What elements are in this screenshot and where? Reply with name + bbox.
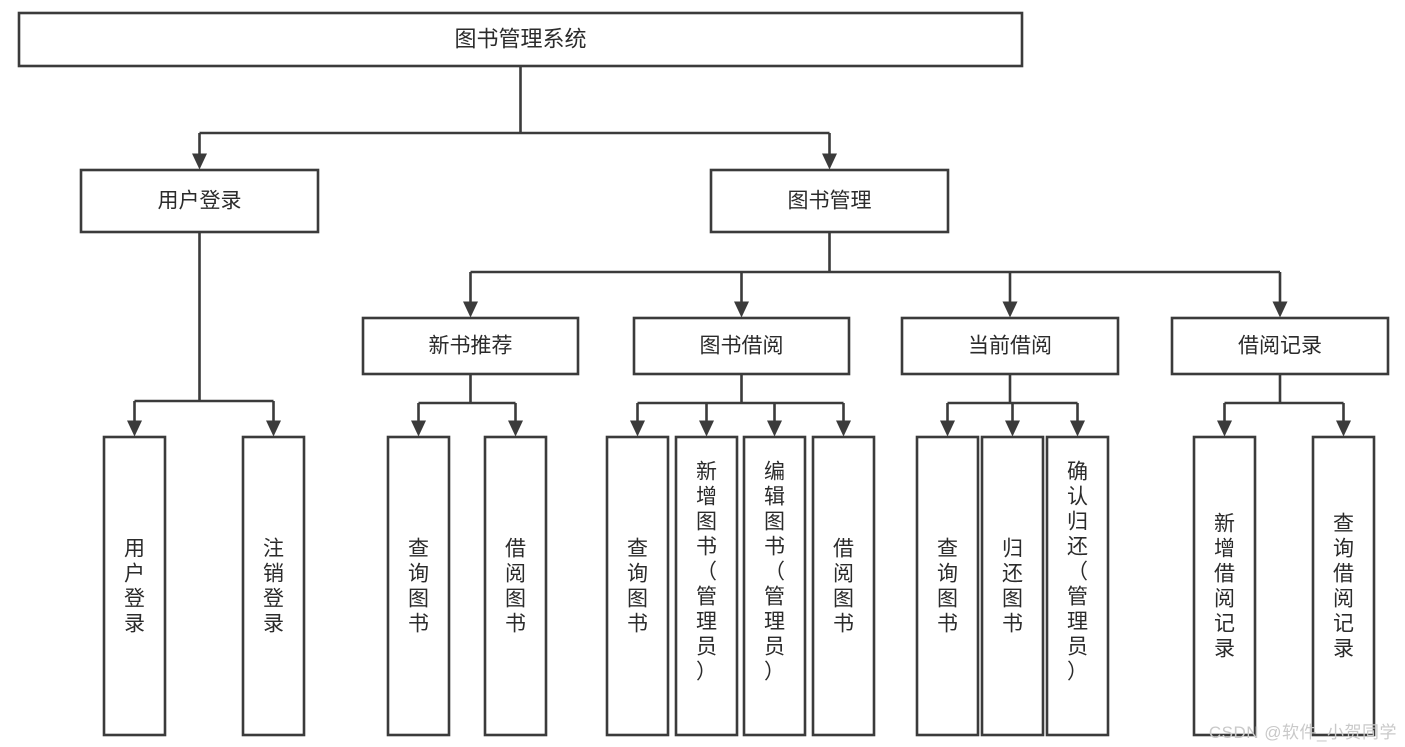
node-label-leaf-query-book-borrow: 查询图书	[627, 538, 648, 636]
arrow-head-icon	[1070, 420, 1085, 437]
node-box-leaf-query-book-borrow[interactable]	[605, 435, 670, 737]
node-current-borrow[interactable]: 当前借阅	[900, 316, 1120, 376]
connector-group-root	[192, 66, 837, 170]
node-label-leaf-user-login: 用户登录	[124, 538, 145, 636]
node-leaf-logout[interactable]: 注销登录	[241, 435, 306, 737]
node-leaf-user-login[interactable]: 用户登录	[102, 435, 167, 737]
node-box-leaf-confirm-return[interactable]	[1045, 435, 1110, 737]
node-box-root[interactable]	[17, 11, 1024, 68]
node-leaf-edit-book[interactable]: 编辑图书（管理员）	[742, 435, 807, 737]
node-box-leaf-return-book[interactable]	[980, 435, 1045, 737]
node-new-book-recommend[interactable]: 新书推荐	[361, 316, 580, 376]
node-leaf-confirm-return[interactable]: 确认归还（管理员）	[1045, 435, 1110, 737]
arrow-head-icon	[940, 420, 955, 437]
node-label-leaf-borrow-book: 借阅图书	[833, 538, 854, 636]
node-leaf-borrow-book[interactable]: 借阅图书	[811, 435, 876, 737]
node-box-leaf-query-record[interactable]	[1311, 435, 1376, 737]
node-leaf-return-book[interactable]: 归还图书	[980, 435, 1045, 737]
connector-group-borrow-record	[1217, 374, 1351, 437]
node-box-leaf-add-book[interactable]	[674, 435, 739, 737]
arrow-head-icon	[699, 420, 714, 437]
node-box-book-manage[interactable]	[709, 168, 950, 234]
arrow-head-icon	[630, 420, 645, 437]
node-leaf-query-record[interactable]: 查询借阅记录	[1311, 435, 1376, 737]
node-label-new-book-recommend: 新书推荐	[429, 335, 513, 358]
arrow-head-icon	[1336, 420, 1351, 437]
node-label-leaf-confirm-return: 确认归还（管理员）	[1067, 461, 1088, 684]
node-box-leaf-query-book-recommend[interactable]	[386, 435, 451, 737]
arrow-head-icon	[767, 420, 782, 437]
node-label-leaf-add-record: 新增借阅记录	[1214, 513, 1235, 661]
node-label-leaf-query-book-current: 查询图书	[937, 538, 958, 636]
arrow-head-icon	[1272, 301, 1288, 318]
arrow-head-icon	[1217, 420, 1232, 437]
node-user-login[interactable]: 用户登录	[79, 168, 320, 234]
node-borrow-record[interactable]: 借阅记录	[1170, 316, 1390, 376]
arrow-head-icon	[734, 301, 749, 318]
node-box-borrow-record[interactable]	[1170, 316, 1390, 376]
node-label-book-manage: 图书管理	[788, 190, 872, 213]
node-box-leaf-user-login[interactable]	[102, 435, 167, 737]
node-book-borrow[interactable]: 图书借阅	[632, 316, 851, 376]
node-label-book-borrow: 图书借阅	[700, 335, 784, 358]
node-leaf-add-record[interactable]: 新增借阅记录	[1192, 435, 1257, 737]
connector-group-new-book-recommend	[411, 374, 523, 437]
arrow-head-icon	[411, 420, 426, 437]
arrow-head-icon	[127, 420, 142, 437]
node-label-leaf-logout: 注销登录	[263, 538, 284, 636]
arrow-head-icon	[822, 153, 837, 170]
node-label-root: 图书管理系统	[454, 26, 586, 51]
node-leaf-borrow-book-recommend[interactable]: 借阅图书	[483, 435, 548, 737]
node-label-leaf-return-book: 归还图书	[1002, 538, 1023, 636]
node-leaf-query-book-borrow[interactable]: 查询图书	[605, 435, 670, 737]
node-box-book-borrow[interactable]	[632, 316, 851, 376]
node-box-leaf-borrow-book[interactable]	[811, 435, 876, 737]
node-box-user-login[interactable]	[79, 168, 320, 234]
node-box-leaf-query-book-current[interactable]	[915, 435, 980, 737]
node-label-current-borrow: 当前借阅	[968, 335, 1052, 358]
node-label-leaf-add-book: 新增图书（管理员）	[696, 461, 717, 684]
node-label-leaf-query-record: 查询借阅记录	[1333, 513, 1354, 661]
node-label-leaf-edit-book: 编辑图书（管理员）	[764, 461, 785, 684]
arrow-head-icon	[1002, 301, 1018, 318]
node-box-leaf-edit-book[interactable]	[742, 435, 807, 737]
connector-group-user-login	[127, 232, 281, 437]
nodes-layer: 图书管理系统用户登录图书管理新书推荐图书借阅当前借阅借阅记录用户登录注销登录查询…	[17, 11, 1390, 737]
csdn-watermark: CSDN @软件_小贺同学	[1208, 723, 1397, 742]
node-root[interactable]: 图书管理系统	[17, 11, 1024, 68]
arrow-head-icon	[463, 301, 478, 318]
arrow-head-icon	[266, 420, 281, 437]
node-box-leaf-add-record[interactable]	[1192, 435, 1257, 737]
node-box-leaf-borrow-book-recommend[interactable]	[483, 435, 548, 737]
arrow-head-icon	[836, 420, 851, 437]
connector-group-book-manage	[463, 232, 1288, 318]
node-label-user-login: 用户登录	[158, 190, 242, 213]
node-leaf-query-book-recommend[interactable]: 查询图书	[386, 435, 451, 737]
node-label-borrow-record: 借阅记录	[1238, 335, 1322, 358]
arrow-head-icon	[1005, 420, 1020, 437]
node-leaf-query-book-current[interactable]: 查询图书	[915, 435, 980, 737]
node-box-new-book-recommend[interactable]	[361, 316, 580, 376]
node-label-leaf-borrow-book-recommend: 借阅图书	[505, 538, 526, 636]
connectors-layer	[127, 66, 1351, 437]
node-box-leaf-logout[interactable]	[241, 435, 306, 737]
node-leaf-add-book[interactable]: 新增图书（管理员）	[674, 435, 739, 737]
arrow-head-icon	[508, 420, 523, 437]
connector-group-book-borrow	[630, 374, 851, 437]
arrow-head-icon	[192, 153, 207, 170]
node-box-current-borrow[interactable]	[900, 316, 1120, 376]
connector-group-current-borrow	[940, 374, 1085, 437]
node-book-manage[interactable]: 图书管理	[709, 168, 950, 234]
node-label-leaf-query-book-recommend: 查询图书	[408, 538, 429, 636]
